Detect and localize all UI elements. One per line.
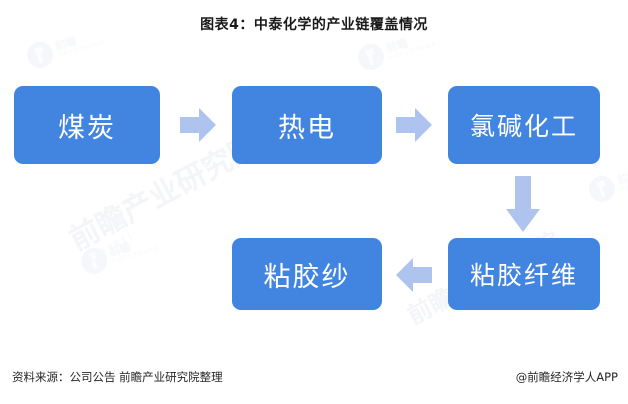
watermark-sub: 中国产业咨询领跑者 <box>57 39 106 60</box>
qianzhan-logo-icon <box>586 172 619 205</box>
arrow-left-icon-fiber-to-yarn <box>396 258 432 292</box>
watermark-brand: 前瞻 <box>615 168 628 187</box>
watermark-logo-4: 前瞻 中国产业咨询领跑者 <box>78 230 161 277</box>
flow-node-viscose-fiber[interactable]: 粘胶纤维 <box>448 238 600 310</box>
arrow-down-icon-chlor-to-fiber <box>506 176 540 232</box>
arrow-right-icon-coal-to-power <box>180 108 216 142</box>
page-title: 图表4：中泰化学的产业链覆盖情况 <box>200 17 428 33</box>
credit-handle: @前瞻经济学人APP <box>515 370 618 384</box>
flow-node-coal[interactable]: 煤炭 <box>14 86 160 164</box>
flow-node-chlor-alkali[interactable]: 氯碱化工 <box>448 86 600 164</box>
watermark-sub: 中国产业咨询领跑者 <box>388 41 437 62</box>
qianzhan-logo-icon <box>24 38 57 71</box>
watermark-logo-3: 前瞻 中国产业咨询领跑者 <box>586 158 628 205</box>
arrow-right-icon-power-to-chlor <box>396 108 432 142</box>
watermark-sub: 中国产业咨询领跑者 <box>619 173 628 194</box>
qianzhan-logo-icon <box>355 40 388 73</box>
flow-node-viscose-yarn[interactable]: 粘胶纱 <box>232 238 382 310</box>
flow-node-power[interactable]: 热电 <box>232 86 382 164</box>
watermark-brand: 前瞻 <box>107 240 133 259</box>
qianzhan-logo-icon <box>78 244 111 277</box>
source-note: 资料来源：公司公告 前瞻产业研究院整理 <box>12 370 223 384</box>
watermark-sub: 中国产业咨询领跑者 <box>111 245 160 266</box>
